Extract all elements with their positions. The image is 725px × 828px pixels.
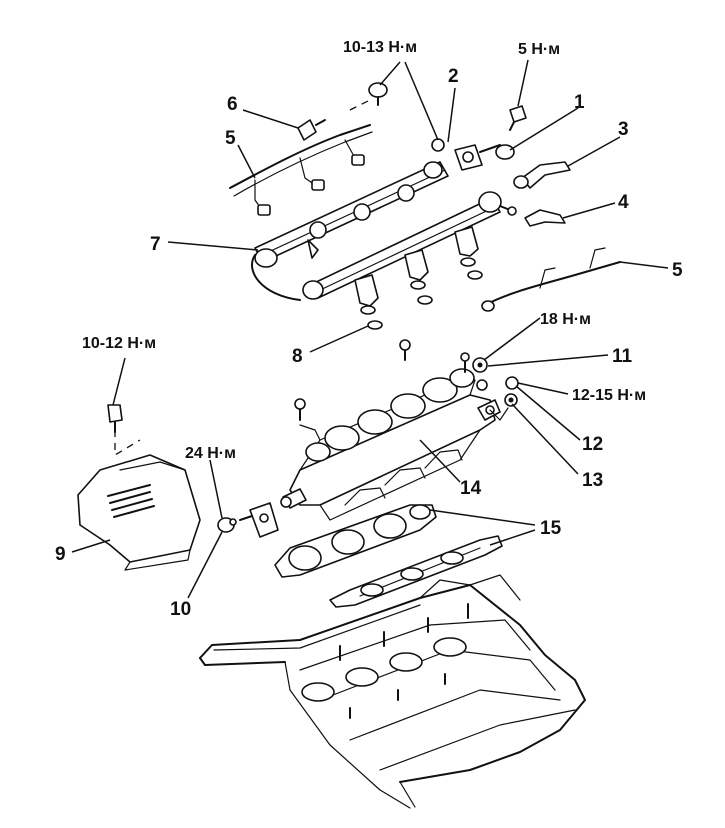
torque-label-rail-bolt: 10-13 Н·м	[343, 39, 417, 56]
part-label-3: 3	[618, 119, 629, 140]
leader-lines	[71, 59, 669, 599]
intake-gaskets	[274, 504, 503, 608]
lower-intake-manifold	[280, 339, 501, 521]
part-label-5-left: 5	[225, 128, 236, 149]
part-label-11: 11	[612, 346, 633, 367]
part-label-13: 13	[582, 470, 603, 491]
torque-label-stud-nut: 18 Н·м	[540, 311, 591, 328]
part-label-12: 12	[582, 434, 603, 455]
part-label-14: 14	[460, 478, 482, 499]
cover-heat-shield	[77, 404, 201, 571]
cylinder-head-block	[199, 574, 586, 809]
part-label-7: 7	[150, 234, 161, 255]
part-label-9: 9	[55, 544, 66, 565]
injector-wiring-harness	[229, 119, 621, 330]
part-label-10: 10	[170, 599, 191, 620]
part-label-2: 2	[448, 66, 459, 87]
part-label-5-right: 5	[672, 260, 683, 281]
torque-label-bracket-bolt: 24 Н·м	[185, 445, 236, 462]
part-label-1: 1	[574, 92, 585, 113]
torque-label-washer: 12-15 Н·м	[572, 387, 646, 404]
part-label-8: 8	[292, 346, 303, 367]
part-label-15: 15	[540, 518, 562, 539]
torque-label-cover-bolt: 10-12 Н·м	[82, 335, 156, 352]
torque-label-fitting: 5 Н·м	[518, 41, 560, 58]
bracket-and-bolt	[217, 502, 279, 538]
part-label-6: 6	[227, 94, 238, 115]
rail-mounting-bolts	[349, 82, 527, 131]
fuel-rail-assembly	[251, 138, 515, 315]
part-label-4: 4	[618, 192, 629, 213]
fuel-hoses	[507, 161, 571, 227]
nuts-and-washers	[472, 357, 519, 421]
